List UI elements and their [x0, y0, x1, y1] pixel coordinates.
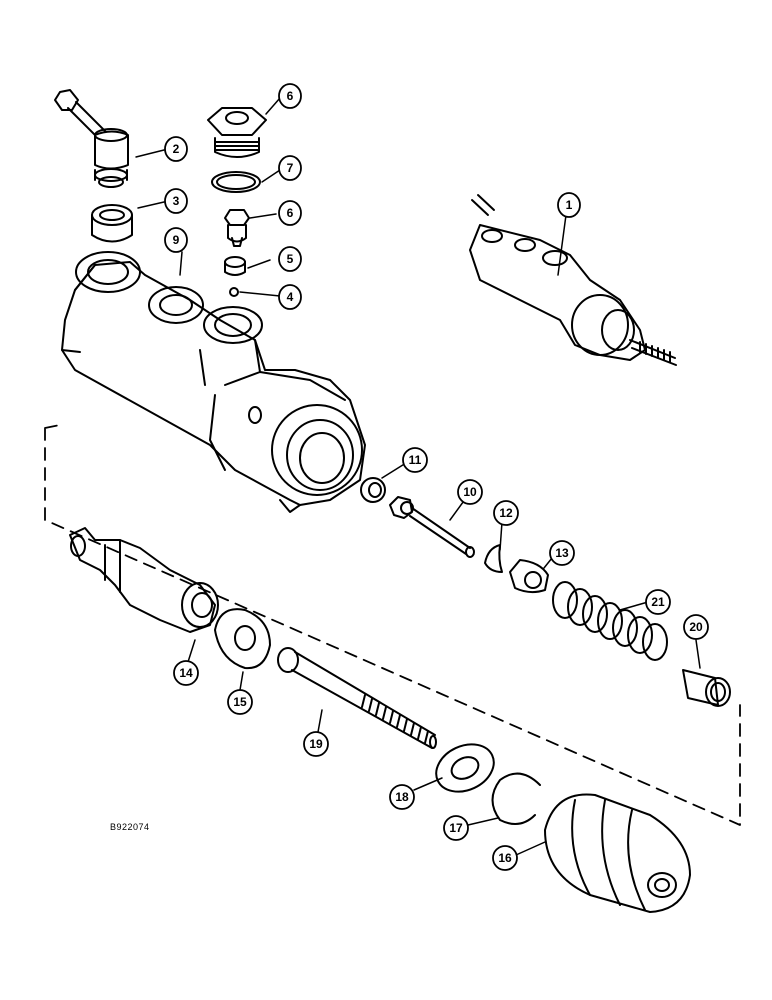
svg-text:9: 9: [173, 233, 180, 247]
svg-text:1: 1: [566, 198, 573, 212]
callout-18: 18: [389, 784, 415, 810]
part-2-elbow-fitting: [54, 89, 129, 188]
svg-text:16: 16: [498, 851, 512, 865]
callout-11: 11: [402, 447, 428, 473]
dashed-group-outline: [44, 424, 741, 826]
part-11-seal: [360, 477, 386, 503]
svg-text:7: 7: [287, 161, 294, 175]
callout-2: 2: [164, 136, 188, 162]
callout-1: 1: [557, 192, 581, 218]
part-5-seat: [224, 256, 246, 276]
callout-21: 21: [645, 589, 671, 615]
callout-19: 19: [303, 731, 329, 757]
callouts: 1 2 3 4 5 6 6 7 9 10 11 12 13 14 15 16 1…: [164, 83, 709, 871]
callout-3: 3: [164, 188, 188, 214]
callout-13: 13: [549, 540, 575, 566]
callout-20: 20: [683, 614, 709, 640]
callout-6-upper: 6: [278, 83, 302, 109]
svg-text:6: 6: [287, 206, 294, 220]
part-12-retainer: [484, 544, 503, 573]
svg-text:18: 18: [395, 790, 409, 804]
callout-12: 12: [493, 500, 519, 526]
callout-14: 14: [173, 660, 199, 686]
svg-text:17: 17: [449, 821, 463, 835]
svg-text:20: 20: [689, 620, 703, 634]
callout-4: 4: [278, 284, 302, 310]
leader-lines: [135, 97, 701, 856]
part-6-bleed-fitting: [224, 209, 250, 247]
part-hex-nut: [207, 107, 267, 158]
svg-text:15: 15: [233, 695, 247, 709]
svg-text:21: 21: [651, 595, 665, 609]
svg-text:10: 10: [463, 485, 477, 499]
part-16-boot: [544, 793, 691, 913]
part-13-guide: [509, 559, 549, 594]
part-14-piston: [69, 527, 219, 633]
part-21-spring: [552, 581, 668, 661]
callout-7: 7: [278, 155, 302, 181]
part-15-cup-seal: [214, 608, 271, 670]
part-7-o-ring: [211, 171, 261, 193]
callout-10: 10: [457, 479, 483, 505]
part-19-bolt: [277, 647, 437, 749]
callout-6-lower: 6: [278, 200, 302, 226]
callout-15: 15: [227, 689, 253, 715]
svg-text:2: 2: [173, 142, 180, 156]
part-3-bushing: [91, 204, 133, 243]
svg-text:14: 14: [179, 666, 193, 680]
callout-9: 9: [164, 227, 188, 253]
svg-text:12: 12: [499, 506, 513, 520]
part-4-ball: [229, 287, 239, 297]
svg-text:4: 4: [287, 290, 294, 304]
svg-text:6: 6: [287, 89, 294, 103]
part-10-rod: [389, 496, 475, 558]
part-20-sleeve: [682, 669, 731, 707]
svg-text:11: 11: [409, 453, 422, 467]
part-17-snap-ring: [491, 772, 541, 825]
svg-text:13: 13: [555, 546, 569, 560]
drawing-number: B922074: [110, 822, 150, 832]
callout-17: 17: [443, 815, 469, 841]
part-18-washer: [435, 743, 495, 793]
part-1-assembled-cylinder: [469, 194, 677, 366]
svg-text:19: 19: [309, 737, 323, 751]
svg-text:5: 5: [287, 252, 294, 266]
callout-16: 16: [492, 845, 518, 871]
callout-5: 5: [278, 246, 302, 272]
master-cylinder-body: [61, 251, 366, 513]
svg-text:3: 3: [173, 194, 180, 208]
